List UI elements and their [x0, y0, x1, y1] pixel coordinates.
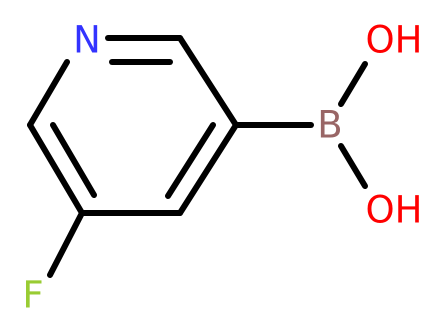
bond-c5-f: [47, 210, 85, 278]
bond-c3-c4-inner: [165, 122, 216, 199]
bond-c2-c3: [177, 35, 239, 128]
nitrogen-label: N: [73, 19, 101, 62]
hydroxyl-bottom-label: OH: [366, 189, 423, 232]
fluorine-label: F: [22, 274, 43, 317]
bond-c3-c4: [177, 122, 239, 216]
hydroxyl-top-label: OH: [366, 19, 423, 62]
pyridine-ring: [27, 35, 239, 216]
bond-c6-n: [27, 59, 70, 128]
bond-c5-c6: [27, 122, 85, 216]
bond-b-oh-top: [338, 61, 368, 107]
boron-label: B: [317, 104, 342, 147]
bond-b-oh-bottom: [338, 143, 368, 189]
bond-c5-c6-inner: [50, 122, 97, 198]
